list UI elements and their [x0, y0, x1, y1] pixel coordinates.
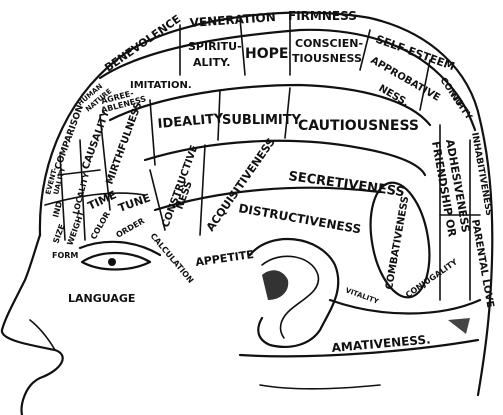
label-combativeness: COMBATIVENESS — [384, 195, 411, 290]
base-boundary — [328, 298, 482, 315]
divider — [57, 169, 101, 176]
neck-outline — [238, 338, 480, 358]
label-secretiveness: SECRETIVENESS — [287, 169, 405, 200]
eyebrow — [78, 240, 162, 257]
label-order: ORDER — [115, 216, 147, 239]
pupil — [108, 258, 116, 266]
label-calculation: CALCULATION — [148, 232, 195, 285]
top-band-boundary — [98, 28, 477, 132]
label-spirituality-2: ALITY. — [193, 56, 230, 69]
label-firmness: FIRMNESS — [288, 9, 357, 23]
divider — [149, 99, 156, 166]
divider — [359, 29, 371, 71]
label-individuality: IND — [51, 200, 64, 218]
label-form: FORM — [52, 251, 78, 260]
divider — [239, 17, 246, 76]
label-weight: WEIGHT — [65, 209, 86, 246]
label-cautiousness: CAUTIOUSNESS — [298, 118, 419, 134]
label-conscientiousness-1: CONSCIEN- — [295, 37, 363, 50]
lower-neck — [259, 384, 381, 390]
label-color: COLOR — [89, 210, 112, 241]
second-band-boundary — [108, 83, 432, 127]
ear-inner — [261, 255, 320, 339]
nose-bridge — [29, 319, 56, 351]
ear-outline — [248, 237, 340, 348]
label-veneration: VENERATION — [189, 10, 276, 30]
divider — [79, 139, 86, 241]
combativeness-region — [369, 181, 431, 299]
hatched-corner — [448, 318, 470, 334]
label-conjugality: CONJUGALITY — [404, 257, 459, 299]
label-ideality: IDEALITY — [157, 111, 225, 132]
label-language: LANGUAGE — [68, 292, 135, 305]
label-causality: CAUSALITY — [80, 108, 112, 171]
divider — [419, 59, 431, 111]
eye — [80, 252, 152, 271]
divider — [59, 154, 66, 241]
divider — [199, 144, 206, 236]
third-band-boundary — [143, 139, 427, 177]
label-time: TIME — [86, 188, 119, 212]
label-vitality: VITALITY — [344, 286, 380, 306]
divider — [149, 169, 166, 231]
label-benevolence: BENEVOLENCE — [102, 12, 183, 74]
label-conscientiousness-2: TIOUSNESS — [292, 52, 362, 65]
label-hope: HOPE — [245, 46, 288, 62]
label-tune: TUNE — [117, 191, 153, 215]
ear-canal-shading — [262, 270, 289, 300]
label-imitation: IMITATION. — [130, 80, 192, 91]
label-sublimity: SUBLIMITY — [222, 113, 302, 128]
divider — [284, 87, 291, 139]
divider — [44, 192, 146, 206]
face-profile — [0, 233, 64, 415]
skull-outline — [38, 11, 494, 397]
label-destructiveness: DISTRUCTIVENESS — [237, 201, 362, 236]
label-locality: LOCALITY — [71, 171, 91, 215]
divider — [217, 89, 221, 141]
fourth-band-boundary — [153, 186, 382, 212]
label-spirituality-1: SPIRITU- — [188, 40, 242, 53]
label-constructiveness-1: CONSTRUCTIVE — [160, 144, 200, 229]
label-appetite: APPETITE — [195, 248, 255, 269]
